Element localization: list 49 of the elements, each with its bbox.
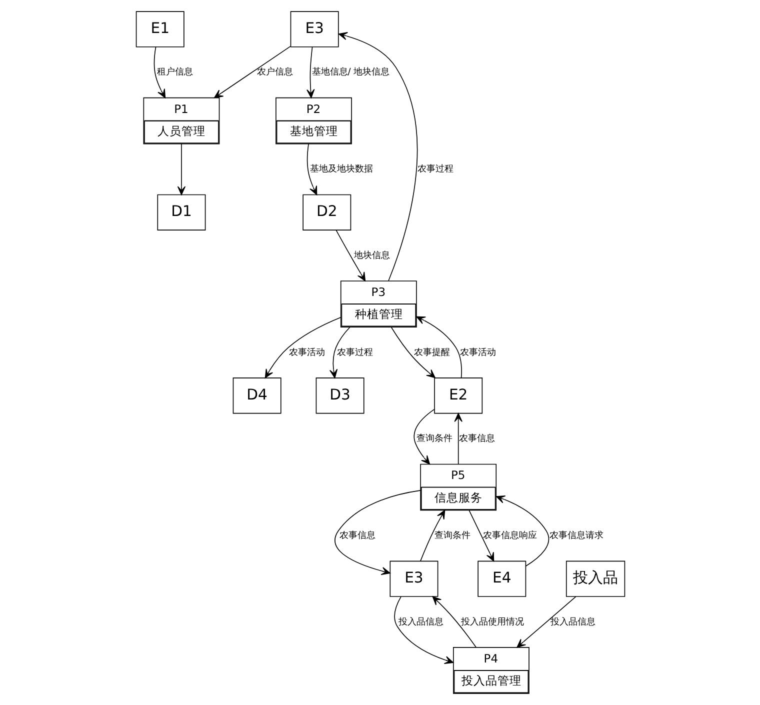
- edge-label: 租户信息: [156, 68, 192, 78]
- node-box: D3: [315, 378, 364, 414]
- node-box: D2: [302, 194, 351, 230]
- node-box: E3: [290, 11, 338, 48]
- edge-label: 投入品使用情况: [460, 617, 524, 628]
- edge-label: 农事活动: [288, 348, 325, 358]
- arrow: [454, 412, 462, 465]
- edge-label: 农事信息: [458, 434, 495, 444]
- edge-label: 投入品信息: [398, 617, 443, 628]
- edge-label: 投入品信息: [550, 617, 595, 628]
- edge-label: 查询条件: [434, 531, 470, 542]
- arrow: [328, 326, 350, 378]
- arrow: [153, 46, 166, 98]
- edge-label: 农事信息响应: [482, 531, 537, 542]
- arrow: [390, 326, 435, 378]
- arrow: [413, 408, 434, 465]
- edge-label: 农事信息: [338, 531, 375, 542]
- arrow: [264, 316, 341, 378]
- edge-label: 农事提醒: [414, 348, 450, 358]
- node-box: E2: [434, 378, 482, 414]
- arrow: [176, 143, 186, 196]
- arrow: [432, 596, 476, 648]
- edge-label: 农事信息请求: [549, 531, 604, 542]
- arrow: [516, 596, 576, 648]
- edge-label: 农事过程: [336, 348, 372, 358]
- node-box: E1: [135, 11, 184, 48]
- arrow: [214, 46, 290, 98]
- edge-label: 基地信息/ 地块信息: [311, 68, 390, 78]
- arrow: [420, 510, 445, 562]
- arrow: [468, 510, 494, 562]
- arrow: [335, 230, 366, 282]
- edge-label: 农事活动: [460, 348, 496, 358]
- node-box: E3: [389, 560, 438, 597]
- arrow: [394, 596, 454, 664]
- edge-label: 查询条件: [416, 434, 452, 444]
- arrow: [306, 46, 314, 98]
- edge-label: 农事过程: [416, 164, 453, 175]
- node-box: D1: [156, 194, 206, 230]
- arrow: [495, 495, 549, 567]
- arrow: [306, 143, 317, 196]
- arrow: [338, 32, 418, 282]
- arrow: [334, 490, 420, 576]
- node-box: E4: [477, 560, 526, 597]
- edge-label: 地块信息: [354, 250, 390, 261]
- arrow: [416, 316, 462, 378]
- edge-label: 基地及地块数据: [309, 164, 372, 175]
- node-box: D4: [232, 378, 281, 414]
- node-box: 投入品: [565, 560, 625, 597]
- edge-label: 农户信息: [256, 68, 293, 78]
